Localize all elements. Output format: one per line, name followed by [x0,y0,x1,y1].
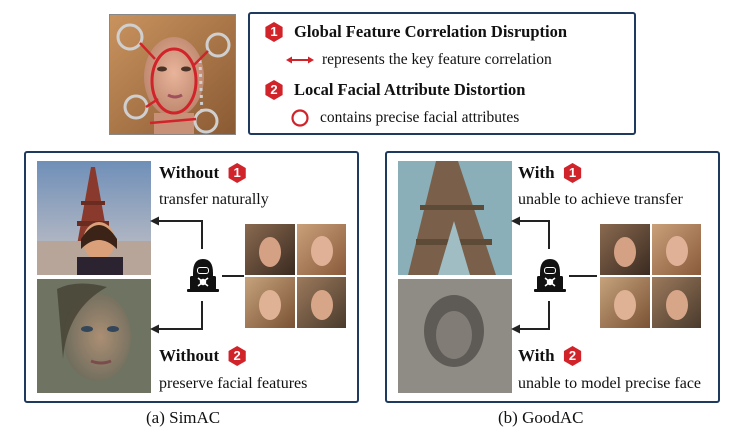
legend-box: 1 Global Feature Correlation Disruption … [248,12,636,135]
simac-caption: (a) SimAC [146,408,221,427]
goodac-top-label-prefix: With [518,163,555,182]
simac-bottom-desc: preserve facial features [159,375,308,392]
simac-face-drawing [37,279,151,393]
legend-item-2-title: Local Facial Attribute Distortion [294,80,526,99]
goodac-top-label: With 1 [518,163,583,183]
legend-item-2-desc: contains precise facial attributes [320,109,520,126]
goodac-panel: With 1 unable to achieve transfer With 2… [385,151,720,403]
goodac-transfer-image [398,161,512,275]
reference-face-drawing [110,15,235,134]
badge-2-icon: 2 [228,346,246,366]
goodac-arrows [511,216,597,334]
goodac-face-grid [600,224,701,328]
goodac-bottom-desc: unable to model precise face [518,375,702,392]
face-thumb [651,224,701,275]
hacker-laptop-icon [187,259,219,292]
reference-face-image [109,14,236,135]
goodac-bottom-label-prefix: With [518,346,555,365]
face-thumb [245,277,295,328]
simac-bottom-label: Without 2 [159,346,247,366]
circle-outline-icon [291,109,309,127]
simac-top-label: Without 1 [159,163,247,183]
goodac-face-drawing [398,279,512,393]
goodac-face-image [398,279,512,393]
goodac-bottom-label: With 2 [518,346,583,366]
face-thumb [296,224,346,275]
badge-1-icon: 1 [228,163,246,183]
legend-item-1: 1 Global Feature Correlation Disruption [264,22,567,42]
simac-arrows [150,216,244,334]
simac-bottom-label-prefix: Without [159,346,220,365]
simac-face-image [37,279,151,393]
face-thumb [651,277,701,328]
legend-item-1-desc-row: represents the key feature correlation [286,51,552,69]
legend-item-2-desc-row: contains precise facial attributes [290,108,519,128]
face-thumb [600,224,650,275]
simac-face-grid [245,224,346,328]
goodac-transfer-drawing [398,161,512,275]
face-thumb [600,277,650,328]
legend-item-2: 2 Local Facial Attribute Distortion [264,80,525,100]
double-arrow-icon [286,56,314,64]
legend-item-1-title: Global Feature Correlation Disruption [294,22,568,41]
badge-1-icon: 1 [265,22,283,42]
face-thumb [245,224,295,275]
simac-top-label-prefix: Without [159,163,220,182]
goodac-top-desc: unable to achieve transfer [518,191,683,208]
simac-transfer-drawing [37,161,151,275]
badge-1-icon: 1 [563,163,582,183]
simac-top-desc: transfer naturally [159,191,269,208]
simac-transfer-image [37,161,151,275]
badge-2-icon: 2 [265,80,283,100]
legend-item-1-desc: represents the key feature correlation [322,51,552,68]
face-thumb [296,277,346,328]
badge-2-icon: 2 [563,346,582,366]
simac-panel: Without 1 transfer naturally Without 2 p… [24,151,359,403]
hacker-laptop-icon [534,259,566,292]
goodac-caption: (b) GoodAC [498,408,584,427]
